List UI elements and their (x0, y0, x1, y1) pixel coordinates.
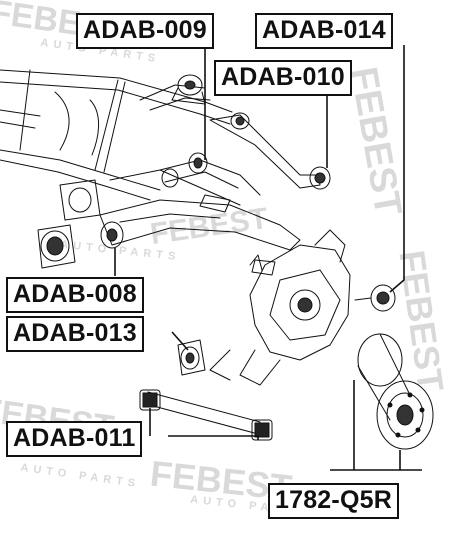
hub-bearing (357, 333, 434, 450)
callout-adab-013: ADAB-013 (6, 316, 144, 352)
top-mount (171, 74, 206, 105)
wheel-knuckle (209, 229, 351, 386)
callout-adab-014: ADAB-014 (255, 13, 393, 49)
callout-adab-010: ADAB-010 (214, 60, 352, 96)
leader-adab-011-right (168, 435, 259, 440)
lateral-link (139, 389, 273, 441)
callout-adab-008: ADAB-008 (6, 277, 144, 313)
leader-adab-013 (171, 331, 189, 351)
lower-arm-bushing (177, 339, 206, 376)
lower-control-arm (99, 169, 301, 251)
subframe (0, 69, 233, 201)
leader-lines (114, 45, 422, 471)
knuckle-bushing (354, 284, 396, 312)
upper-arm-rear (159, 152, 261, 196)
upper-arm-front (209, 112, 331, 190)
callout-1782-q5r: 1782-Q5R (268, 483, 399, 519)
callout-adab-009: ADAB-009 (76, 13, 214, 49)
leader-adab-014 (389, 45, 405, 293)
subframe-mount-bushing (37, 179, 101, 269)
bracket (199, 194, 276, 276)
callout-adab-011: ADAB-011 (6, 421, 143, 457)
